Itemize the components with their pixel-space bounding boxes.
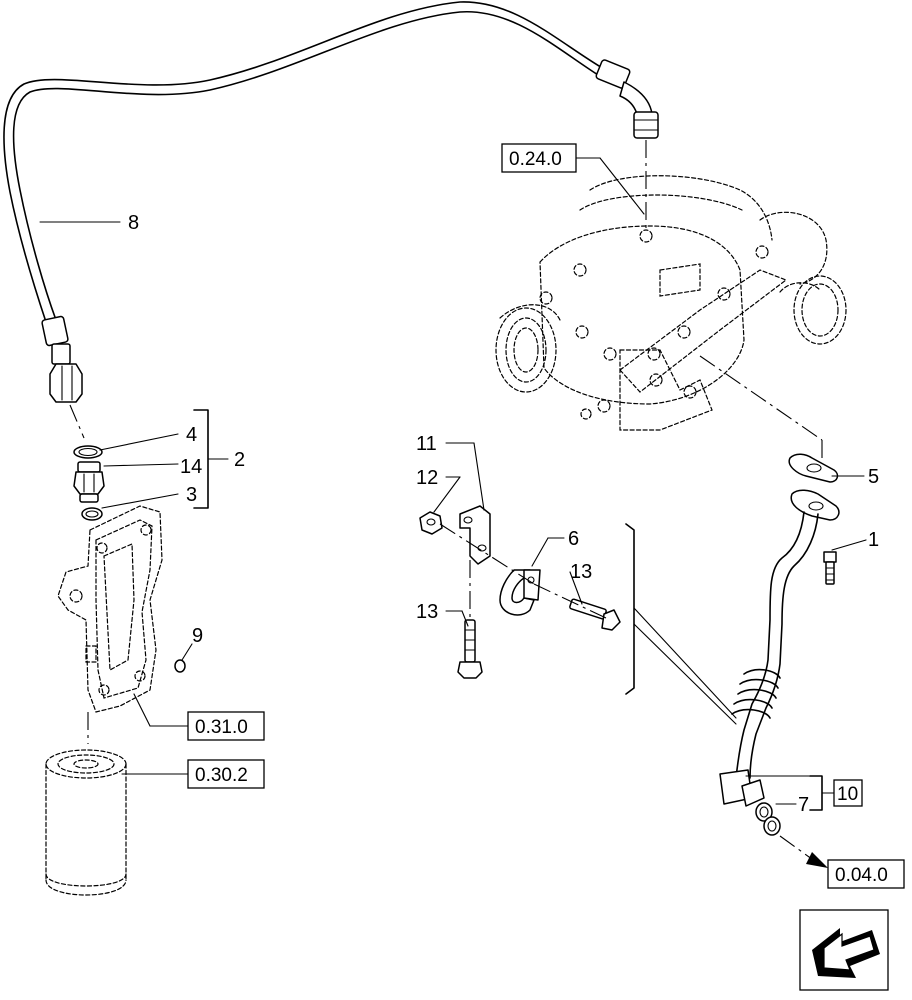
leader-line (103, 463, 179, 467)
ref-box-filter[interactable] (187, 759, 265, 789)
leader-line (531, 537, 549, 567)
oil-filter-outline (45, 749, 127, 896)
o-rings-7[interactable] (755, 802, 781, 836)
part-label-9: 9 (192, 625, 203, 647)
plug-9[interactable] (174, 659, 186, 673)
leader-line (461, 610, 469, 627)
leader-line (101, 493, 179, 509)
part-label-7: 7 (798, 794, 809, 816)
group-bracket (809, 775, 823, 811)
leader-line (569, 571, 583, 605)
part-label-2: 2 (234, 449, 245, 471)
ref-box-assembly[interactable] (833, 779, 863, 807)
bolt-13-left[interactable] (457, 619, 483, 679)
ref-label-assembly: 10 (837, 784, 858, 805)
axis-line (69, 404, 85, 439)
nut-12[interactable] (419, 511, 443, 535)
o-ring-3[interactable] (81, 507, 103, 521)
part-label-13-right: 13 (570, 561, 592, 583)
ref-label-outlet: 0.04.0 (835, 865, 888, 886)
leader-line (433, 476, 461, 513)
leader-line (633, 623, 737, 725)
ref-label-filter-support: 0.31.0 (195, 717, 248, 738)
part-label-1: 1 (868, 529, 879, 551)
oil-return-pipe[interactable] (719, 489, 840, 807)
part-label-6: 6 (568, 528, 579, 550)
bracket-11[interactable] (459, 505, 491, 565)
part-label-3: 3 (186, 484, 197, 506)
outlet-arrow (779, 835, 828, 868)
ref-box-filter-support[interactable] (187, 711, 265, 741)
o-ring-4[interactable] (73, 445, 103, 459)
oil-feed-pipe[interactable] (3, 1, 659, 403)
ref-label-turbo: 0.24.0 (509, 149, 562, 170)
ref-box-outlet[interactable] (827, 859, 905, 889)
ref-box-turbo[interactable] (501, 143, 577, 173)
leader-line (473, 442, 485, 511)
bolt-13-right[interactable] (569, 598, 621, 631)
leader-line (599, 157, 645, 215)
leader-line (99, 433, 179, 451)
leader-line (633, 607, 737, 719)
leader-line (181, 643, 193, 661)
gasket-5[interactable] (788, 453, 839, 483)
part-label-11: 11 (416, 433, 437, 455)
clamp-6[interactable] (499, 569, 541, 616)
union-fitting-14[interactable] (73, 461, 105, 503)
part-label-12: 12 (416, 467, 438, 489)
turbocharger-outline (495, 175, 847, 431)
part-label-14: 14 (180, 456, 202, 478)
leader-line (831, 539, 867, 551)
axis-line (439, 523, 535, 585)
part-label-13-left: 13 (416, 601, 438, 623)
screw-1[interactable] (823, 551, 837, 585)
axis-line (533, 583, 607, 619)
cutaway-bracket (625, 523, 635, 695)
oil-filter-support-outline (57, 505, 163, 713)
part-label-5: 5 (868, 466, 879, 488)
ref-label-filter: 0.30.2 (195, 765, 248, 786)
part-label-8: 8 (128, 212, 139, 234)
axis-line (699, 355, 823, 441)
part-label-4: 4 (186, 424, 197, 446)
next-page-arrow-icon[interactable] (799, 909, 889, 991)
leader-line (133, 693, 151, 727)
